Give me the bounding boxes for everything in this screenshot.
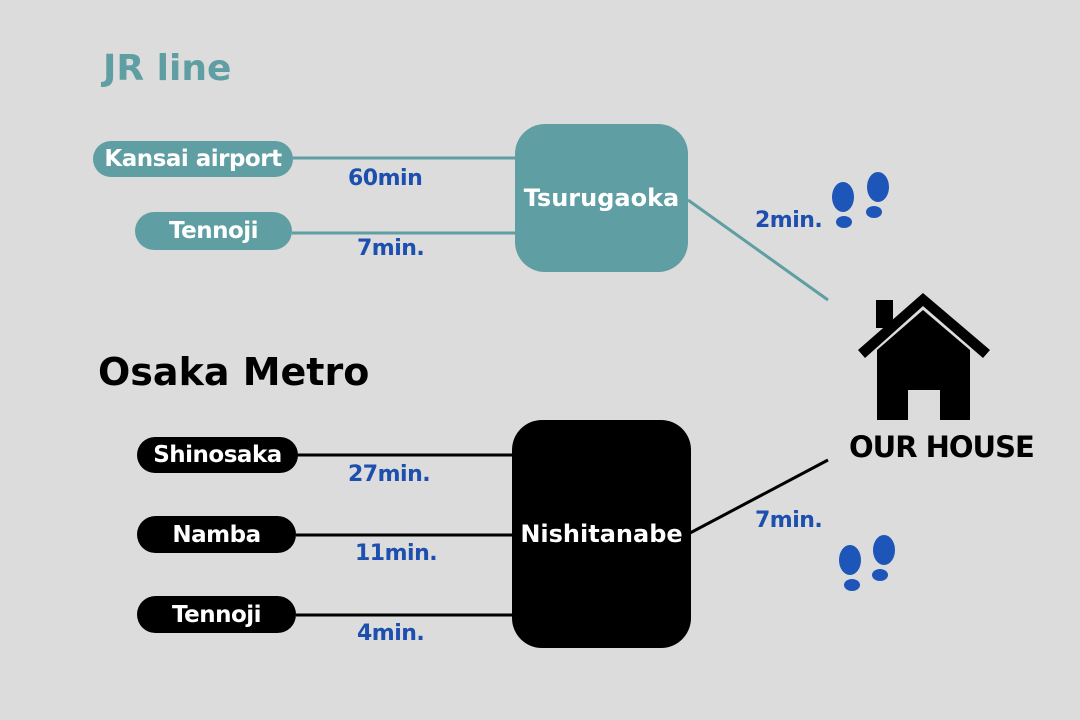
time-tennoji-jr: 7min. xyxy=(357,236,425,261)
time-kansai: 60min xyxy=(348,166,423,191)
time-namba: 11min. xyxy=(355,541,438,566)
station-tennoji-metro: Tennoji xyxy=(137,596,296,633)
station-kansai-airport: Kansai airport xyxy=(93,141,293,177)
time-shinosaka: 27min. xyxy=(348,462,431,487)
jr-line-title: JR line xyxy=(103,48,232,89)
walk-time-metro: 7min. xyxy=(755,508,823,533)
time-tennoji-metro: 4min. xyxy=(357,621,425,646)
footprints-icon-jr xyxy=(832,172,889,228)
walk-time-jr: 2min. xyxy=(755,208,823,233)
line-tsurugaoka-house xyxy=(687,198,829,302)
hub-nishitanabe: Nishitanabe xyxy=(512,420,691,648)
line-nishitanabe-house xyxy=(689,458,829,535)
house-icon xyxy=(858,293,990,420)
footprints-icon-metro xyxy=(839,535,895,591)
hub-tsurugaoka: Tsurugaoka xyxy=(515,124,688,272)
station-namba: Namba xyxy=(137,516,296,553)
station-tennoji-jr: Tennoji xyxy=(135,212,292,250)
destination-label: OUR HOUSE xyxy=(849,430,1035,464)
station-shinosaka: Shinosaka xyxy=(137,437,298,473)
osaka-metro-title: Osaka Metro xyxy=(98,350,370,394)
